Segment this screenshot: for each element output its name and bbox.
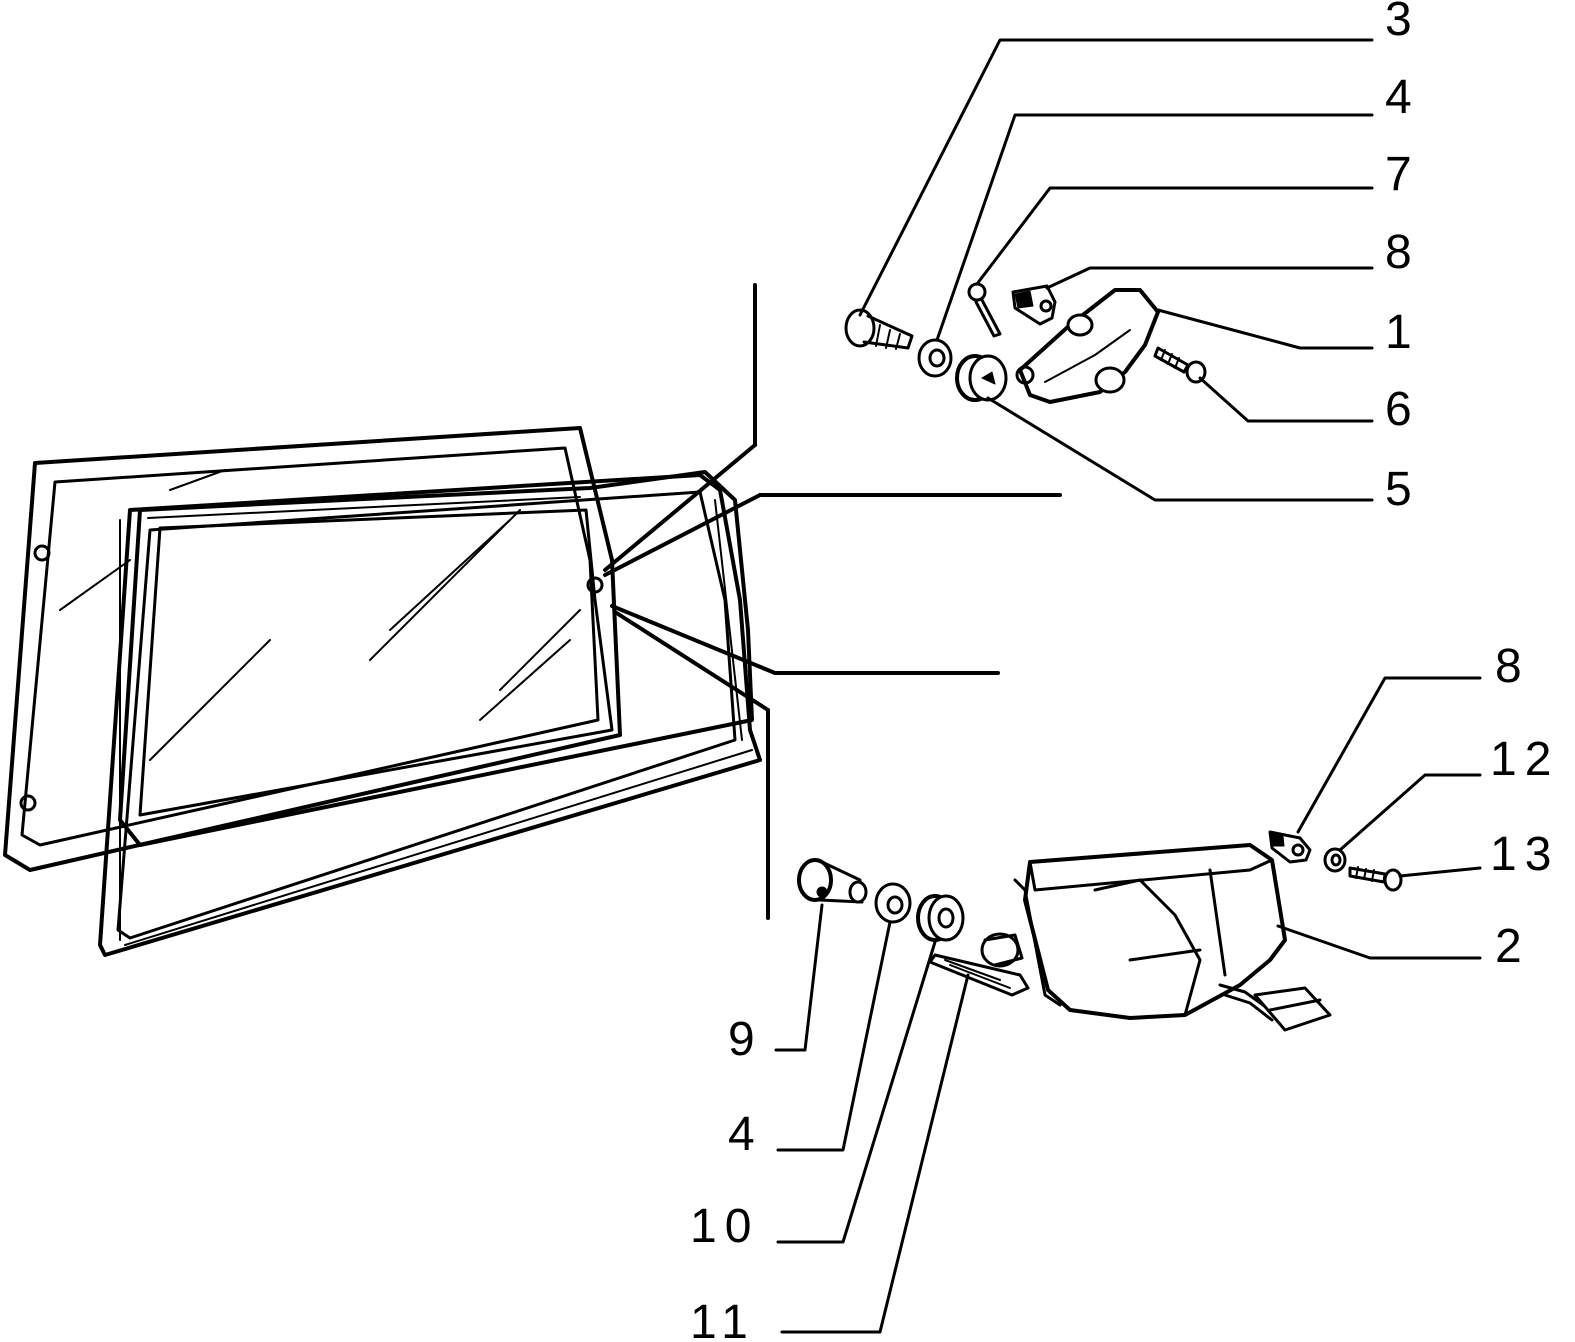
screw-part-6 — [1153, 346, 1207, 384]
callout-label-13: 13 — [1490, 828, 1559, 881]
callout-label-9: 9 — [728, 1013, 763, 1066]
window-leader-lines — [603, 283, 1062, 920]
callout-label-4-bottom: 4 — [728, 1108, 763, 1161]
callout-labels: 3 4 7 8 1 6 5 8 12 13 2 9 4 10 11 — [690, 0, 1559, 1342]
upper-callout-leaders — [858, 38, 1374, 502]
callout-label-1: 1 — [1385, 306, 1420, 359]
window-glass — [59, 469, 754, 847]
lower-callout-leaders — [774, 676, 1482, 1334]
upper-latch-parts — [844, 282, 1207, 404]
spring-clip-part-11 — [928, 932, 1030, 997]
callout-label-7: 7 — [1385, 148, 1420, 201]
stud-part-9 — [797, 858, 868, 904]
lower-latch-parts — [797, 830, 1403, 1032]
callout-label-8-right: 8 — [1495, 640, 1530, 693]
callout-label-3-top: 3 — [1385, 0, 1420, 46]
callout-label-12: 12 — [1490, 733, 1559, 786]
washer-part-12 — [1323, 847, 1347, 873]
callout-label-2: 2 — [1495, 920, 1530, 973]
callout-label-10: 10 — [690, 1200, 759, 1253]
washer-part-4-top — [917, 338, 953, 378]
bushing-part-10 — [916, 894, 965, 942]
rear-window-frame — [3, 426, 622, 872]
washer-part-4-bottom — [874, 882, 912, 924]
screw-part-13 — [1348, 866, 1403, 892]
clip-part-8-right — [1268, 830, 1312, 864]
callout-label-8-top: 8 — [1385, 226, 1420, 279]
latch-handle-part-1 — [1015, 288, 1160, 404]
pin-part-3 — [844, 308, 914, 350]
callout-label-5: 5 — [1385, 463, 1420, 516]
callout-label-4-top: 4 — [1385, 71, 1420, 124]
clip-part-8-top — [1011, 284, 1057, 326]
actuator-housing-part-2 — [1013, 843, 1332, 1032]
rivet-part-7 — [967, 282, 1002, 338]
callout-label-11: 11 — [690, 1296, 756, 1342]
bushing-part-5 — [955, 354, 1008, 402]
callout-label-6: 6 — [1385, 383, 1420, 436]
